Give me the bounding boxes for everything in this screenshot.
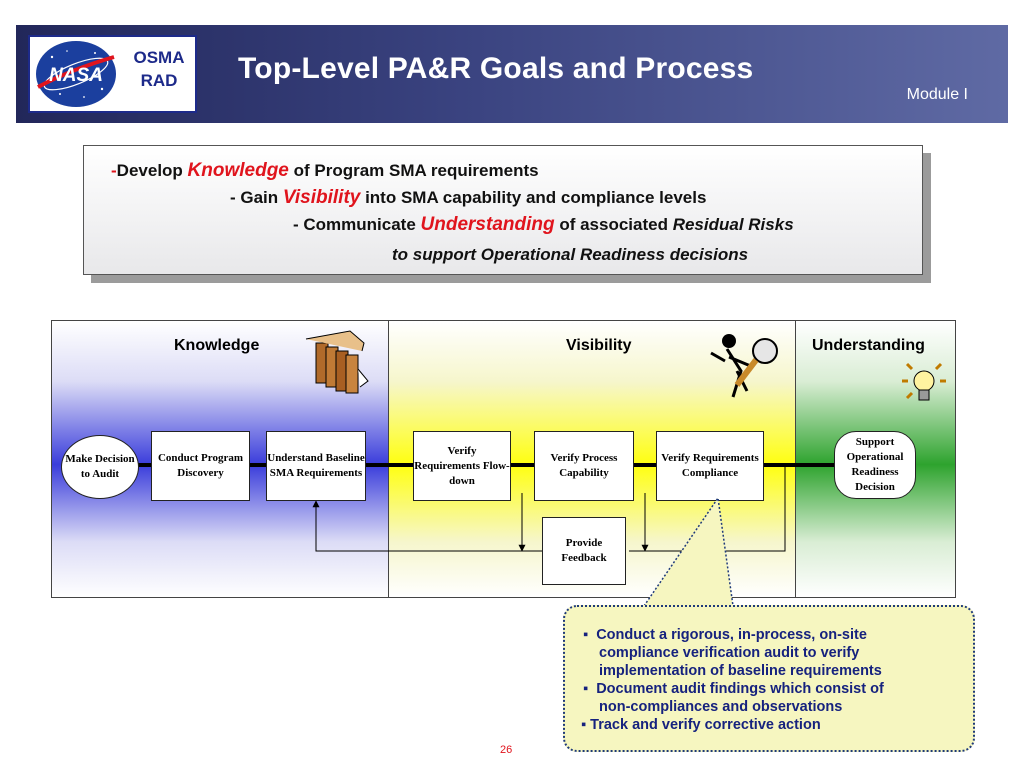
step-verify-capability: Verify Process Capability: [534, 431, 634, 501]
outer-feedback-line: [629, 465, 786, 552]
step-understand-baseline: Understand Baseline SMA Requirements: [266, 431, 366, 501]
module-label: Module I: [906, 86, 968, 103]
nasa-meatball-icon: NASA: [36, 41, 116, 107]
goal-gain-visibility: - Gain Visibility into SMA capability an…: [230, 187, 707, 208]
books-icon: [305, 330, 369, 394]
goal-develop-knowledge: -Develop Knowledge of Program SMA requir…: [111, 160, 539, 181]
page-number: 26: [500, 744, 513, 756]
step-make-decision: Make Decision to Audit: [61, 435, 139, 499]
callout-bullet-2-line2: non-compliances and observations: [599, 699, 843, 715]
header-banner: NASA OSMA RAD Top-Level PA&R Goals and P…: [16, 25, 1008, 123]
lightbulb-icon: [902, 362, 946, 401]
zone-title-understanding: Understanding: [812, 337, 925, 354]
callout-bullet-1-line2: compliance verification audit to verify: [599, 645, 860, 661]
callout-bullet-1-line3: implementation of baseline requirements: [599, 663, 882, 679]
org-name-line2: RAD: [140, 71, 178, 90]
audit-callout: ▪ Conduct a rigorous, in-process, on-sit…: [563, 605, 975, 752]
org-name-line1: OSMA: [133, 48, 185, 67]
callout-bullet-2-line1: ▪ Document audit findings which consist …: [583, 681, 884, 697]
callout-bullet-1-line1: ▪ Conduct a rigorous, in-process, on-sit…: [583, 627, 867, 643]
step-support-decision: Support Operational Readiness Decision: [834, 431, 916, 499]
feedback-to-baseline-arrow: [312, 500, 542, 552]
goals-box: -Develop Knowledge of Program SMA requir…: [83, 145, 923, 275]
step-conduct-discovery: Conduct Program Discovery: [151, 431, 250, 501]
process-diagram: Knowledge Visibility Understanding: [51, 320, 956, 598]
osma-rad-logo: NASA OSMA RAD: [28, 35, 197, 113]
page-title: Top-Level PA&R Goals and Process: [238, 52, 754, 85]
step-verify-compliance: Verify Requirements Compliance: [656, 431, 764, 501]
callout-bullet-3-line1: ▪ Track and verify corrective action: [581, 717, 821, 733]
nasa-wordmark: NASA: [49, 65, 103, 86]
goal-communicate-understanding: - Communicate Understanding of associate…: [293, 214, 794, 235]
step-provide-feedback: Provide Feedback: [542, 517, 626, 585]
magnifier-figure-icon: [710, 334, 778, 398]
zone-title-visibility: Visibility: [566, 337, 632, 354]
step-verify-flowdown: Verify Requirements Flow-down: [413, 431, 511, 501]
zone-title-knowledge: Knowledge: [174, 337, 260, 354]
goal-operational-readiness: to support Operational Readiness decisio…: [392, 245, 749, 264]
